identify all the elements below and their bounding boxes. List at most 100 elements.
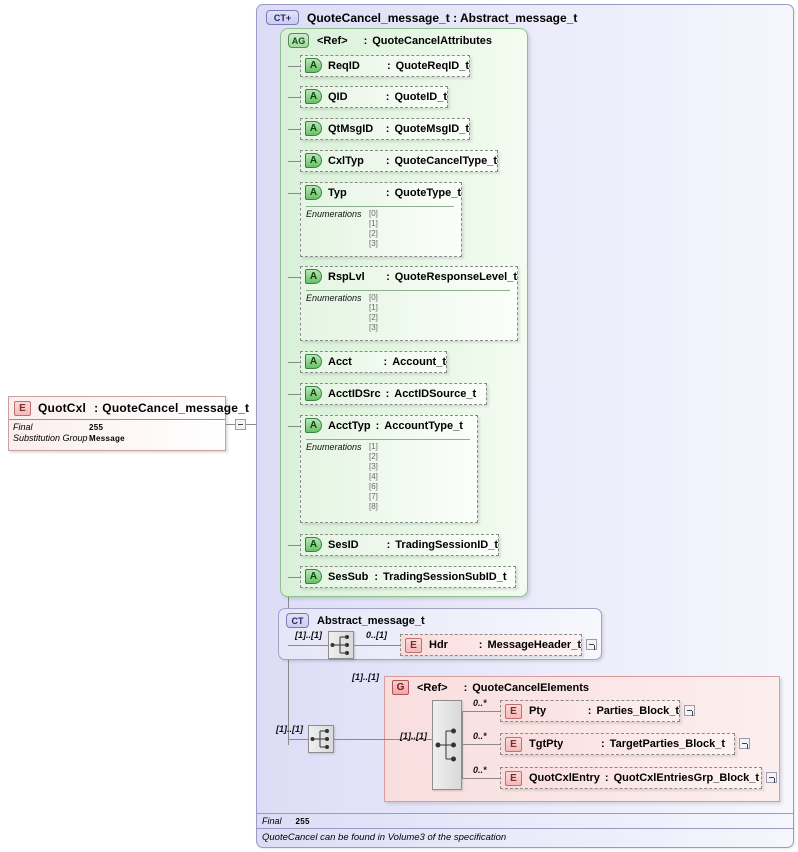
enum-index-rsplvl-2: [2] (369, 313, 378, 322)
element-badge-icon: E (505, 703, 522, 719)
attribute-separator-cxltyp: : (385, 154, 390, 167)
attribute-name-qtmsgid: QtMsgID (328, 122, 374, 135)
attribute-separator-acctidsrc: : (385, 387, 390, 400)
connector-to-tgtpty (462, 744, 500, 745)
attribute-type-accttyp: AccountType_t (384, 419, 463, 432)
expand-toggle-tgtpty[interactable] (739, 738, 750, 749)
group-ref: <Ref> (417, 681, 448, 694)
attribute-name-accttyp: AcctTyp (328, 419, 371, 432)
attribute-name-typ: Typ (328, 186, 347, 199)
complex-type-header: CT+ QuoteCancel_message_t : Abstract_mes… (266, 10, 577, 25)
attribute-row-sesid[interactable]: A SesID : TradingSessionID_t (300, 534, 499, 556)
cardinality-group: [1]..[1] (352, 672, 379, 682)
enum-index-accttyp-2: [3] (369, 462, 378, 471)
property-key-substitution-group: Substitution Group (13, 433, 88, 443)
attribute-acctidsrc-head: A AcctIDSrc : AcctIDSource_t (301, 384, 486, 403)
attribute-row-typ[interactable]: A Typ : QuoteType_t Enumerations [0] [1]… (300, 182, 462, 257)
attribute-separator-qtmsgid: : (385, 122, 390, 135)
enum-index-typ-3: [3] (369, 239, 378, 248)
enum-index-accttyp-1: [2] (369, 452, 378, 461)
attribute-row-reqid[interactable]: A ReqID : QuoteReqID_t (300, 55, 470, 77)
group-badge-icon: G (392, 680, 409, 695)
element-row-hdr[interactable]: E Hdr : MessageHeader_t (400, 634, 582, 656)
element-separator-tgtpty: : (601, 738, 605, 750)
attribute-row-qid[interactable]: A QID : QuoteID_t (300, 86, 448, 108)
attribute-name-acctidsrc: AcctIDSrc (328, 387, 381, 400)
property-key-final: Final (13, 422, 33, 432)
complex-type-title: QuoteCancel_message_t : Abstract_message… (307, 10, 578, 25)
cardinality-outer-sequence: [1]..[1] (276, 724, 303, 734)
enum-index-typ-1: [1] (369, 219, 378, 228)
attribute-row-acct[interactable]: A Acct : Account_t (300, 351, 447, 373)
collapse-toggle-root[interactable] (235, 419, 246, 430)
attribute-qid-head: A QID : QuoteID_t (301, 87, 447, 106)
attribute-group-badge-icon: AG (288, 33, 309, 48)
attribute-name-qid: QID (328, 90, 348, 103)
cardinality-tgtpty: 0..* (473, 731, 487, 741)
attribute-type-acct: Account_t (392, 355, 446, 368)
attribute-row-sessub[interactable]: A SesSub : TradingSessionSubID_t (300, 566, 516, 588)
sequence-compositor-icon-inner[interactable] (328, 631, 354, 659)
expand-toggle-hdr[interactable] (586, 639, 597, 650)
attribute-badge-icon: A (305, 89, 322, 104)
attribute-name-sesid: SesID (328, 538, 359, 551)
enum-divider-typ (306, 206, 454, 207)
connector-attr-acctidsrc (288, 394, 302, 395)
element-row-tgtpty[interactable]: E TgtPty : TargetParties_Block_t (500, 733, 735, 755)
enum-index-accttyp-0: [1] (369, 442, 378, 451)
enum-index-typ-0: [0] (369, 209, 378, 218)
connector-attr-sesid (288, 545, 302, 546)
footer-documentation: QuoteCancel can be found in Volume3 of t… (257, 828, 793, 846)
element-badge-icon: E (14, 400, 31, 416)
property-row-substitution-group: Substitution Group Message (13, 433, 225, 444)
element-row-quotcxlentry[interactable]: E QuotCxlEntry : QuotCxlEntriesGrp_Block… (500, 767, 762, 789)
inner-complex-type-header: CT Abstract_message_t (286, 613, 425, 628)
group-type: QuoteCancelElements (472, 681, 590, 694)
enum-index-accttyp-6: [8] (369, 502, 378, 511)
enum-label-rsplvl: Enumerations (306, 293, 362, 303)
expand-toggle-pty[interactable] (684, 705, 695, 716)
attribute-row-accttyp[interactable]: A AcctTyp : AccountType_t Enumerations [… (300, 415, 478, 523)
enum-index-accttyp-4: [6] (369, 482, 378, 491)
element-row-pty[interactable]: E Pty : Parties_Block_t (500, 700, 680, 722)
attribute-separator-sessub: : (374, 570, 379, 583)
attribute-type-sesid: TradingSessionID_t (395, 538, 498, 551)
attribute-badge-icon: A (305, 418, 322, 433)
enum-divider-accttyp (306, 439, 470, 440)
attribute-type-cxltyp: QuoteCancelType_t (394, 154, 498, 167)
element-type-tgtpty: TargetParties_Block_t (609, 738, 726, 750)
footer-final-row: Final 255 (257, 813, 793, 828)
attribute-qtmsgid-head: A QtMsgID : QuoteMsgID_t (301, 119, 469, 138)
property-row-final: Final 255 (13, 422, 225, 433)
inner-complex-type-badge-icon: CT (286, 613, 309, 628)
element-name-quotcxlentry: QuotCxlEntry (529, 772, 600, 784)
attribute-row-acctidsrc[interactable]: A AcctIDSrc : AcctIDSource_t (300, 383, 487, 405)
property-value-substitution-group: Message (89, 434, 125, 443)
attribute-type-rsplvl: QuoteResponseLevel_t (394, 270, 517, 283)
connector-attr-accttyp (288, 426, 302, 427)
sequence-compositor-icon-group[interactable] (432, 700, 462, 790)
sequence-compositor-icon-outer[interactable] (308, 725, 334, 753)
attribute-separator-reqid: : (386, 59, 391, 72)
attribute-badge-icon: A (305, 185, 322, 200)
element-type-hdr: MessageHeader_t (487, 639, 581, 651)
connector-to-pty (462, 711, 500, 712)
attribute-name-cxltyp: CxlTyp (328, 154, 364, 167)
attribute-row-qtmsgid[interactable]: A QtMsgID : QuoteMsgID_t (300, 118, 470, 140)
enum-index-typ-2: [2] (369, 229, 378, 238)
complex-type-badge-icon[interactable]: CT+ (266, 10, 299, 25)
expand-toggle-quotcxlentry[interactable] (766, 772, 777, 783)
inner-complex-type-title: Abstract_message_t (317, 614, 425, 627)
connector-attr-rsplvl (288, 277, 302, 278)
enum-label-accttyp: Enumerations (306, 442, 362, 452)
attribute-group-header: AG <Ref> : QuoteCancelAttributes (288, 33, 492, 48)
root-element-box[interactable]: E QuotCxl : QuoteCancel_message_t Final … (8, 396, 249, 451)
attribute-reqid-head: A ReqID : QuoteReqID_t (301, 56, 469, 75)
connector-to-hdr (354, 645, 400, 646)
element-badge-icon: E (505, 736, 522, 752)
attribute-rsplvl-head: A RspLvl : QuoteResponseLevel_t (301, 267, 517, 286)
attribute-row-rsplvl[interactable]: A RspLvl : QuoteResponseLevel_t Enumerat… (300, 266, 518, 341)
attribute-row-cxltyp[interactable]: A CxlTyp : QuoteCancelType_t (300, 150, 498, 172)
attribute-separator-qid: : (385, 90, 390, 103)
attribute-group-separator: : (363, 34, 368, 47)
